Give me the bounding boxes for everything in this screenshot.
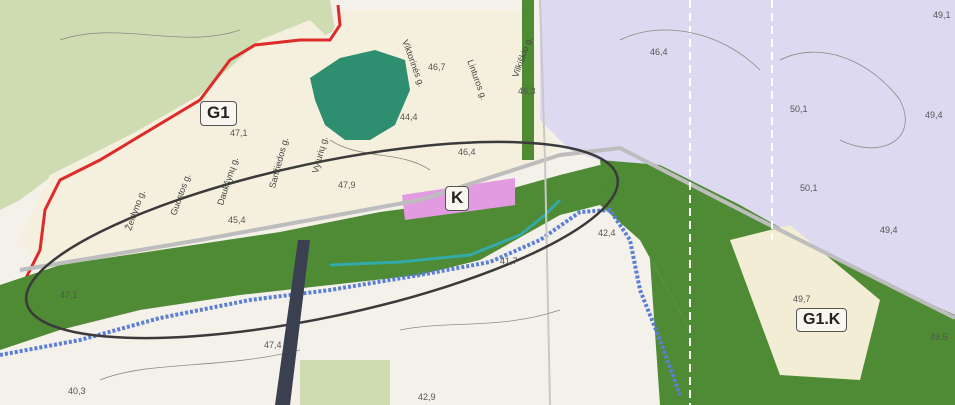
elevation-mark: 49,4: [925, 110, 943, 120]
elevation-mark: 47,1: [230, 128, 248, 138]
elevation-mark: 42,9: [418, 392, 436, 402]
zone-label-k: K: [445, 186, 470, 211]
elevation-mark: 49,1: [933, 10, 951, 20]
elevation-mark: 44,4: [400, 112, 418, 122]
elevation-mark: 46,4: [650, 47, 668, 57]
residential-zone-g1: [20, 10, 560, 270]
elevation-mark: 42,4: [598, 228, 616, 238]
road-vertical: [539, 0, 551, 405]
zone-label-g1: G1: [200, 101, 237, 126]
meadow-zone-south: [300, 360, 390, 405]
elevation-mark: 49,7: [793, 294, 811, 304]
elevation-mark: 45,4: [228, 215, 246, 225]
elevation-mark: 46,4: [458, 147, 476, 157]
elevation-mark: 50,1: [790, 104, 808, 114]
road-main: [19, 145, 955, 320]
elevation-mark: 47,9: [338, 180, 356, 190]
pond: [310, 50, 410, 140]
residential-zone-g1k: [730, 225, 880, 380]
study-area-ellipse: [24, 140, 620, 340]
elevation-mark: 46,7: [428, 62, 446, 72]
boundary-line: [8, 4, 342, 331]
green-strip: [522, 0, 534, 160]
stream: [329, 198, 562, 267]
river: [0, 207, 682, 396]
pointer-arrow: [275, 240, 310, 405]
elevation-mark: 49,5: [930, 332, 948, 342]
elevation-mark: 40,3: [68, 386, 86, 396]
forest-belt-west: [0, 165, 690, 405]
elevation-mark: 47,1: [60, 290, 78, 300]
elevation-mark: 50,1: [800, 183, 818, 193]
elevation-mark: 46,3: [518, 86, 536, 96]
elevation-mark: 47,4: [264, 340, 282, 350]
elevation-mark: 49,4: [880, 225, 898, 235]
elevation-mark: 41,7: [500, 256, 518, 266]
contour-lines: [59, 29, 906, 381]
zone-label-g1k: G1.K: [796, 308, 848, 332]
agricultural-zone: [540, 0, 955, 330]
